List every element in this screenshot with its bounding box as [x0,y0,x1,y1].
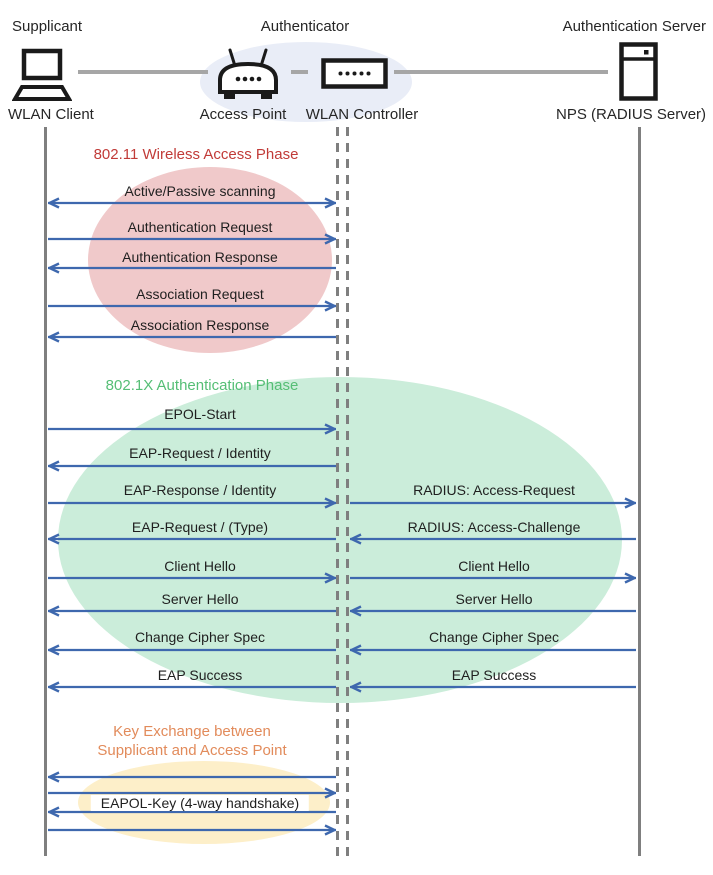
phase-title-wireless-access: 802.11 Wireless Access Phase [93,146,299,163]
message-label: Change Cipher Spec [135,629,265,645]
message-arrow [48,771,336,783]
message-arrow [48,233,336,245]
message-label: RADIUS: Access-Challenge [407,519,581,535]
message-arrow [350,497,636,509]
phase-title-key-exchange: Key Exchange between Supplicant and Acce… [97,723,287,759]
device-label-wlan-client: WLAN Client [8,106,94,123]
message-arrow [48,681,336,693]
wlan-controller-icon [321,58,388,89]
device-label-nps: NPS (RADIUS Server) [556,106,707,123]
lifeline-wlan-controller-left [336,127,339,856]
message-label: Client Hello [164,558,236,574]
message-arrow [48,197,336,209]
message-arrow [48,497,336,509]
message-arrow [48,262,336,274]
role-label-supplicant: Supplicant [12,18,83,35]
message-label: EAP-Request / Identity [129,445,271,461]
message-label: Association Response [130,317,270,333]
message-arrow [48,787,336,799]
message-arrow [48,331,336,343]
message-label: EPOL-Start [164,406,236,422]
message-arrow [350,533,636,545]
message-arrow [48,423,336,435]
message-arrow [48,605,336,617]
role-label-authenticator: Authenticator [260,18,350,35]
access-point-icon [218,48,278,99]
connector-line-ap-controller [291,70,308,74]
device-label-wlan-controller: WLAN Controller [305,106,419,123]
message-label: Change Cipher Spec [429,629,559,645]
message-arrow [48,824,336,836]
message-label: Association Request [136,286,264,302]
message-label: Server Hello [455,591,533,607]
message-arrow [350,605,636,617]
message-label: Authentication Response [122,249,278,265]
message-arrow [350,644,636,656]
message-arrow [48,460,336,472]
device-label-access-point: Access Point [199,106,287,123]
phase-title-8021x-authentication: 802.1X Authentication Phase [105,377,299,394]
phase-ellipse-wireless-access [88,167,332,353]
lifeline-wlan-controller-right [346,127,349,856]
laptop-icon [12,48,72,101]
server-icon [619,42,658,101]
message-label: EAP-Response / Identity [123,482,277,498]
message-label: Active/Passive scanning [124,183,276,199]
message-arrow [350,572,636,584]
message-arrow [350,681,636,693]
message-arrow [48,533,336,545]
message-label: Client Hello [458,558,530,574]
message-arrow [48,300,336,312]
message-label: RADIUS: Access-Request [413,482,575,498]
lifeline-wlan-client [44,127,47,856]
role-label-authentication-server: Authentication Server [562,18,706,35]
message-label: EAP Success [157,667,243,683]
connector-line-client-ap [78,70,208,74]
message-arrow [48,572,336,584]
message-label: EAP-Request / (Type) [131,519,269,535]
message-label: Server Hello [161,591,239,607]
message-arrow [48,806,336,818]
connector-line-controller-server [394,70,608,74]
lifeline-nps-server [638,127,641,856]
message-label: EAP Success [451,667,537,683]
message-label: EAPOL-Key (4-way handshake) [90,795,310,811]
message-arrow [48,644,336,656]
message-label: Authentication Request [127,219,273,235]
